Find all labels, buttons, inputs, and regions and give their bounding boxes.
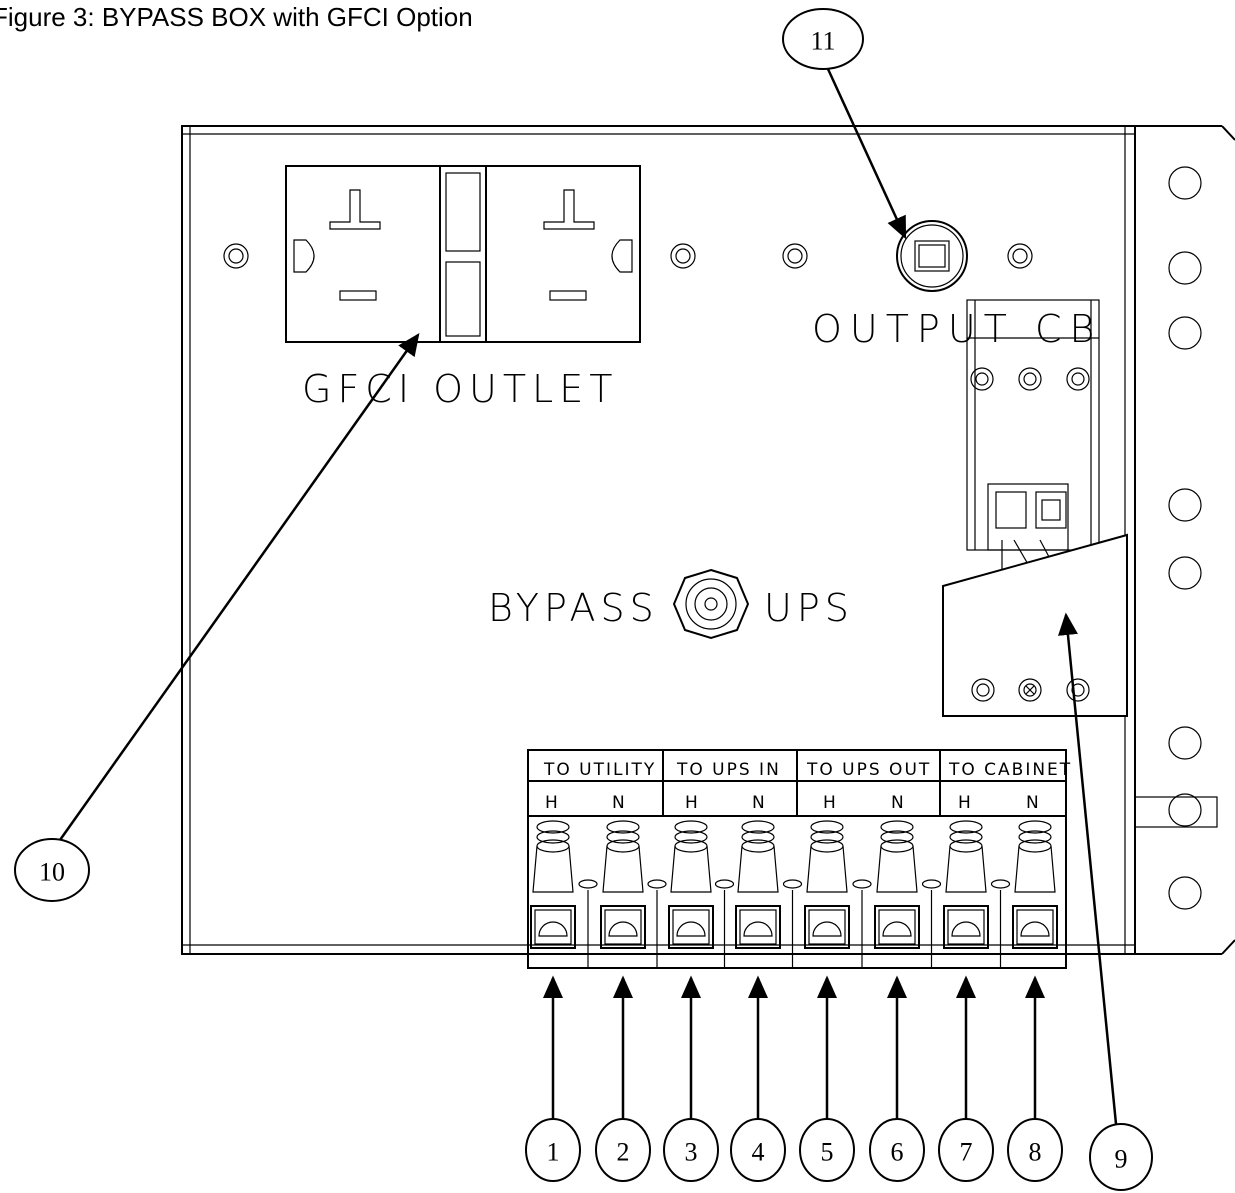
terminal-screw-icon [874, 820, 920, 949]
screw-icon [1066, 678, 1090, 702]
callout-6: 6 [869, 1118, 925, 1182]
terminal-group-label: TO UPS OUT [806, 760, 931, 780]
terminal-polarity-label: H [545, 793, 558, 813]
side-flange [1134, 125, 1235, 955]
flange-hole-icon [1168, 251, 1202, 285]
terminal-polarity-label: N [752, 793, 765, 813]
terminal-screw-icon [1012, 820, 1058, 949]
leader-arrow [1058, 612, 1118, 1125]
circuit-breaker-icon [896, 220, 968, 292]
terminal-divider-cap [647, 879, 667, 889]
bypass-label: BYPASS [488, 586, 659, 630]
terminal-polarity-label: N [891, 793, 904, 813]
screw-icon [970, 367, 994, 391]
terminal-screw-icon [530, 820, 576, 949]
terminal-polarity-label: H [958, 793, 971, 813]
selector-knob-icon [672, 568, 750, 640]
terminal-screw-icon [943, 820, 989, 949]
gfci-outlet-label: GFCI OUTLET [302, 367, 618, 411]
callout-number: 6 [891, 1138, 904, 1167]
enclosure-panel [181, 125, 1136, 955]
terminal-screw-icon [668, 820, 714, 949]
callout-8: 8 [1007, 1118, 1063, 1182]
callout-number: 1 [547, 1138, 560, 1167]
callout-10: 10 [14, 838, 90, 902]
screw-icon [1007, 243, 1033, 269]
callout-number: 10 [39, 858, 65, 887]
screw-icon [1018, 367, 1042, 391]
gfci-outlet [285, 165, 641, 343]
screw-icon [971, 678, 995, 702]
callout-5: 5 [799, 1118, 855, 1182]
terminal-screw-icon [735, 820, 781, 949]
test-button [445, 172, 481, 252]
figure-title: Figure 3: BYPASS BOX with GFCI Option [0, 2, 473, 32]
callout-3: 3 [663, 1118, 719, 1182]
flange-hole-icon [1168, 166, 1202, 200]
callout-1: 1 [525, 1118, 581, 1182]
terminal-divider-cap [578, 879, 598, 889]
terminal-group-label: TO CABINET [948, 760, 1072, 780]
ups-label: UPS [764, 586, 854, 630]
terminal-polarity-label: N [1026, 793, 1039, 813]
module-cover [942, 533, 1128, 717]
terminal-polarity-label: H [685, 793, 698, 813]
reset-button [445, 261, 481, 337]
callout-leaders [58, 68, 1118, 1125]
terminal-divider-cap [782, 879, 803, 889]
callout-number: 8 [1029, 1138, 1042, 1167]
leader-arrow [58, 332, 420, 841]
terminal-group-labels: TO UTILITY TO UPS IN TO UPS OUT TO CABIN… [543, 760, 1072, 780]
flange-hole-icon [1168, 316, 1202, 350]
leader-arrow [826, 68, 907, 240]
terminal-block-body [527, 815, 1067, 969]
terminal-polarity-labels: H N H N H N H N [545, 793, 1039, 813]
callout-number: 5 [821, 1138, 834, 1167]
callout-number: 9 [1115, 1145, 1128, 1174]
callout-number: 4 [752, 1138, 765, 1167]
callout-2: 2 [595, 1118, 651, 1182]
callout-7: 7 [938, 1118, 994, 1182]
terminal-group-label: TO UTILITY [543, 760, 656, 780]
callout-number: 2 [617, 1138, 630, 1167]
flange-hole-icon [1168, 488, 1202, 522]
callout-number: 11 [810, 27, 835, 56]
terminal-group-label: TO UPS IN [676, 760, 781, 780]
callout-9: 9 [1089, 1123, 1153, 1191]
flange-hole-icon [1168, 876, 1202, 910]
screw-icon [670, 243, 696, 269]
callout-number: 7 [960, 1138, 973, 1167]
terminal-polarity-label: N [612, 793, 625, 813]
screw-icon [782, 243, 808, 269]
output-cb-label: OUTPUT CB [812, 307, 1102, 351]
terminal-divider-cap [714, 879, 735, 889]
terminal-divider-cap [921, 879, 942, 889]
callout-number: 3 [685, 1138, 698, 1167]
flange-hole-icon [1168, 726, 1202, 760]
panel-screws [223, 243, 1090, 391]
flange-hole-icon [1168, 793, 1202, 827]
callout-11: 11 [782, 8, 864, 70]
terminal-polarity-label: H [823, 793, 836, 813]
callouts: 1 2 3 4 5 6 7 8 9 10 11 [14, 8, 1153, 1191]
terminal-divider-cap [852, 879, 872, 889]
terminal-screw-icon [600, 820, 646, 949]
flange-hole-icon [1168, 556, 1202, 590]
callout-4: 4 [730, 1118, 786, 1182]
outlet-receptacle-icon [293, 189, 381, 301]
outlet-receptacle-icon [543, 189, 633, 301]
terminal-divider-cap [990, 879, 1011, 889]
screw-icon [1066, 367, 1090, 391]
screw-icon [1018, 678, 1042, 702]
terminal-block [527, 815, 1067, 969]
screw-icon [223, 243, 249, 269]
terminal-screw-icon [804, 820, 850, 949]
